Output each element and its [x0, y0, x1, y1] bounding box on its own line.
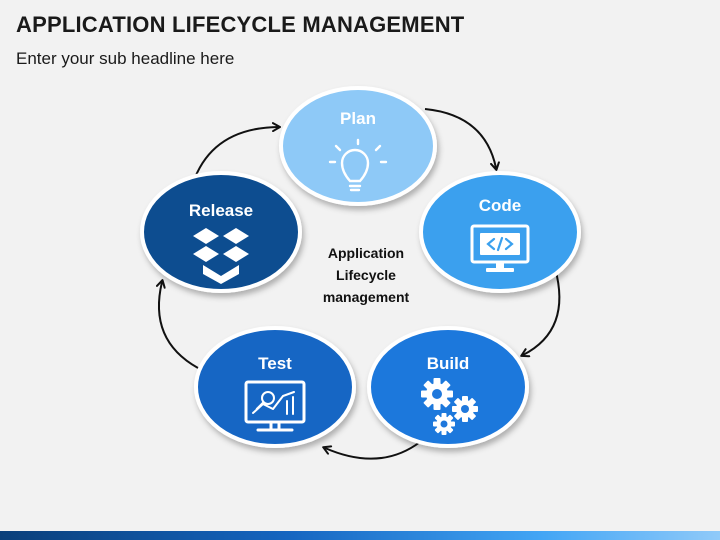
arrow-code-to-build — [520, 267, 561, 358]
center-caption: Application Lifecycle management — [323, 245, 410, 305]
page-subtitle: Enter your sub headline here — [16, 49, 235, 68]
stage-code-label: Code — [479, 196, 522, 215]
stage-code[interactable]: Code — [419, 171, 581, 293]
arrow-build-to-test — [322, 441, 421, 460]
arrow-release-to-plan — [192, 122, 281, 184]
bottom-accent-bar — [0, 531, 720, 540]
arrow-plan-to-code — [424, 108, 500, 171]
stage-code-circle — [419, 171, 581, 293]
stage-release-label: Release — [189, 201, 253, 220]
analytics-monitor-icon — [244, 380, 306, 432]
arrow-test-to-release — [155, 279, 199, 369]
stage-test[interactable]: Test — [194, 326, 356, 448]
lightbulb-icon — [328, 138, 388, 192]
stage-plan[interactable]: Plan — [279, 86, 437, 206]
page-title: APPLICATION LIFECYCLE MANAGEMENT — [16, 12, 465, 37]
cycle-arrows — [155, 108, 561, 460]
stage-test-circle — [194, 326, 356, 448]
stage-release[interactable]: Release — [140, 171, 302, 293]
center-line-1: Application — [328, 245, 404, 261]
code-monitor-icon — [470, 224, 530, 272]
gears-icon — [421, 378, 478, 435]
stage-build-label: Build — [427, 354, 470, 373]
center-line-3: management — [323, 289, 410, 305]
stage-plan-label: Plan — [340, 109, 376, 128]
center-line-2: Lifecycle — [336, 267, 396, 283]
dropbox-icon — [193, 228, 249, 284]
stage-release-circle — [140, 171, 302, 293]
stage-build[interactable]: Build — [367, 326, 529, 448]
stage-test-label: Test — [258, 354, 292, 373]
stage-plan-circle — [279, 86, 437, 206]
